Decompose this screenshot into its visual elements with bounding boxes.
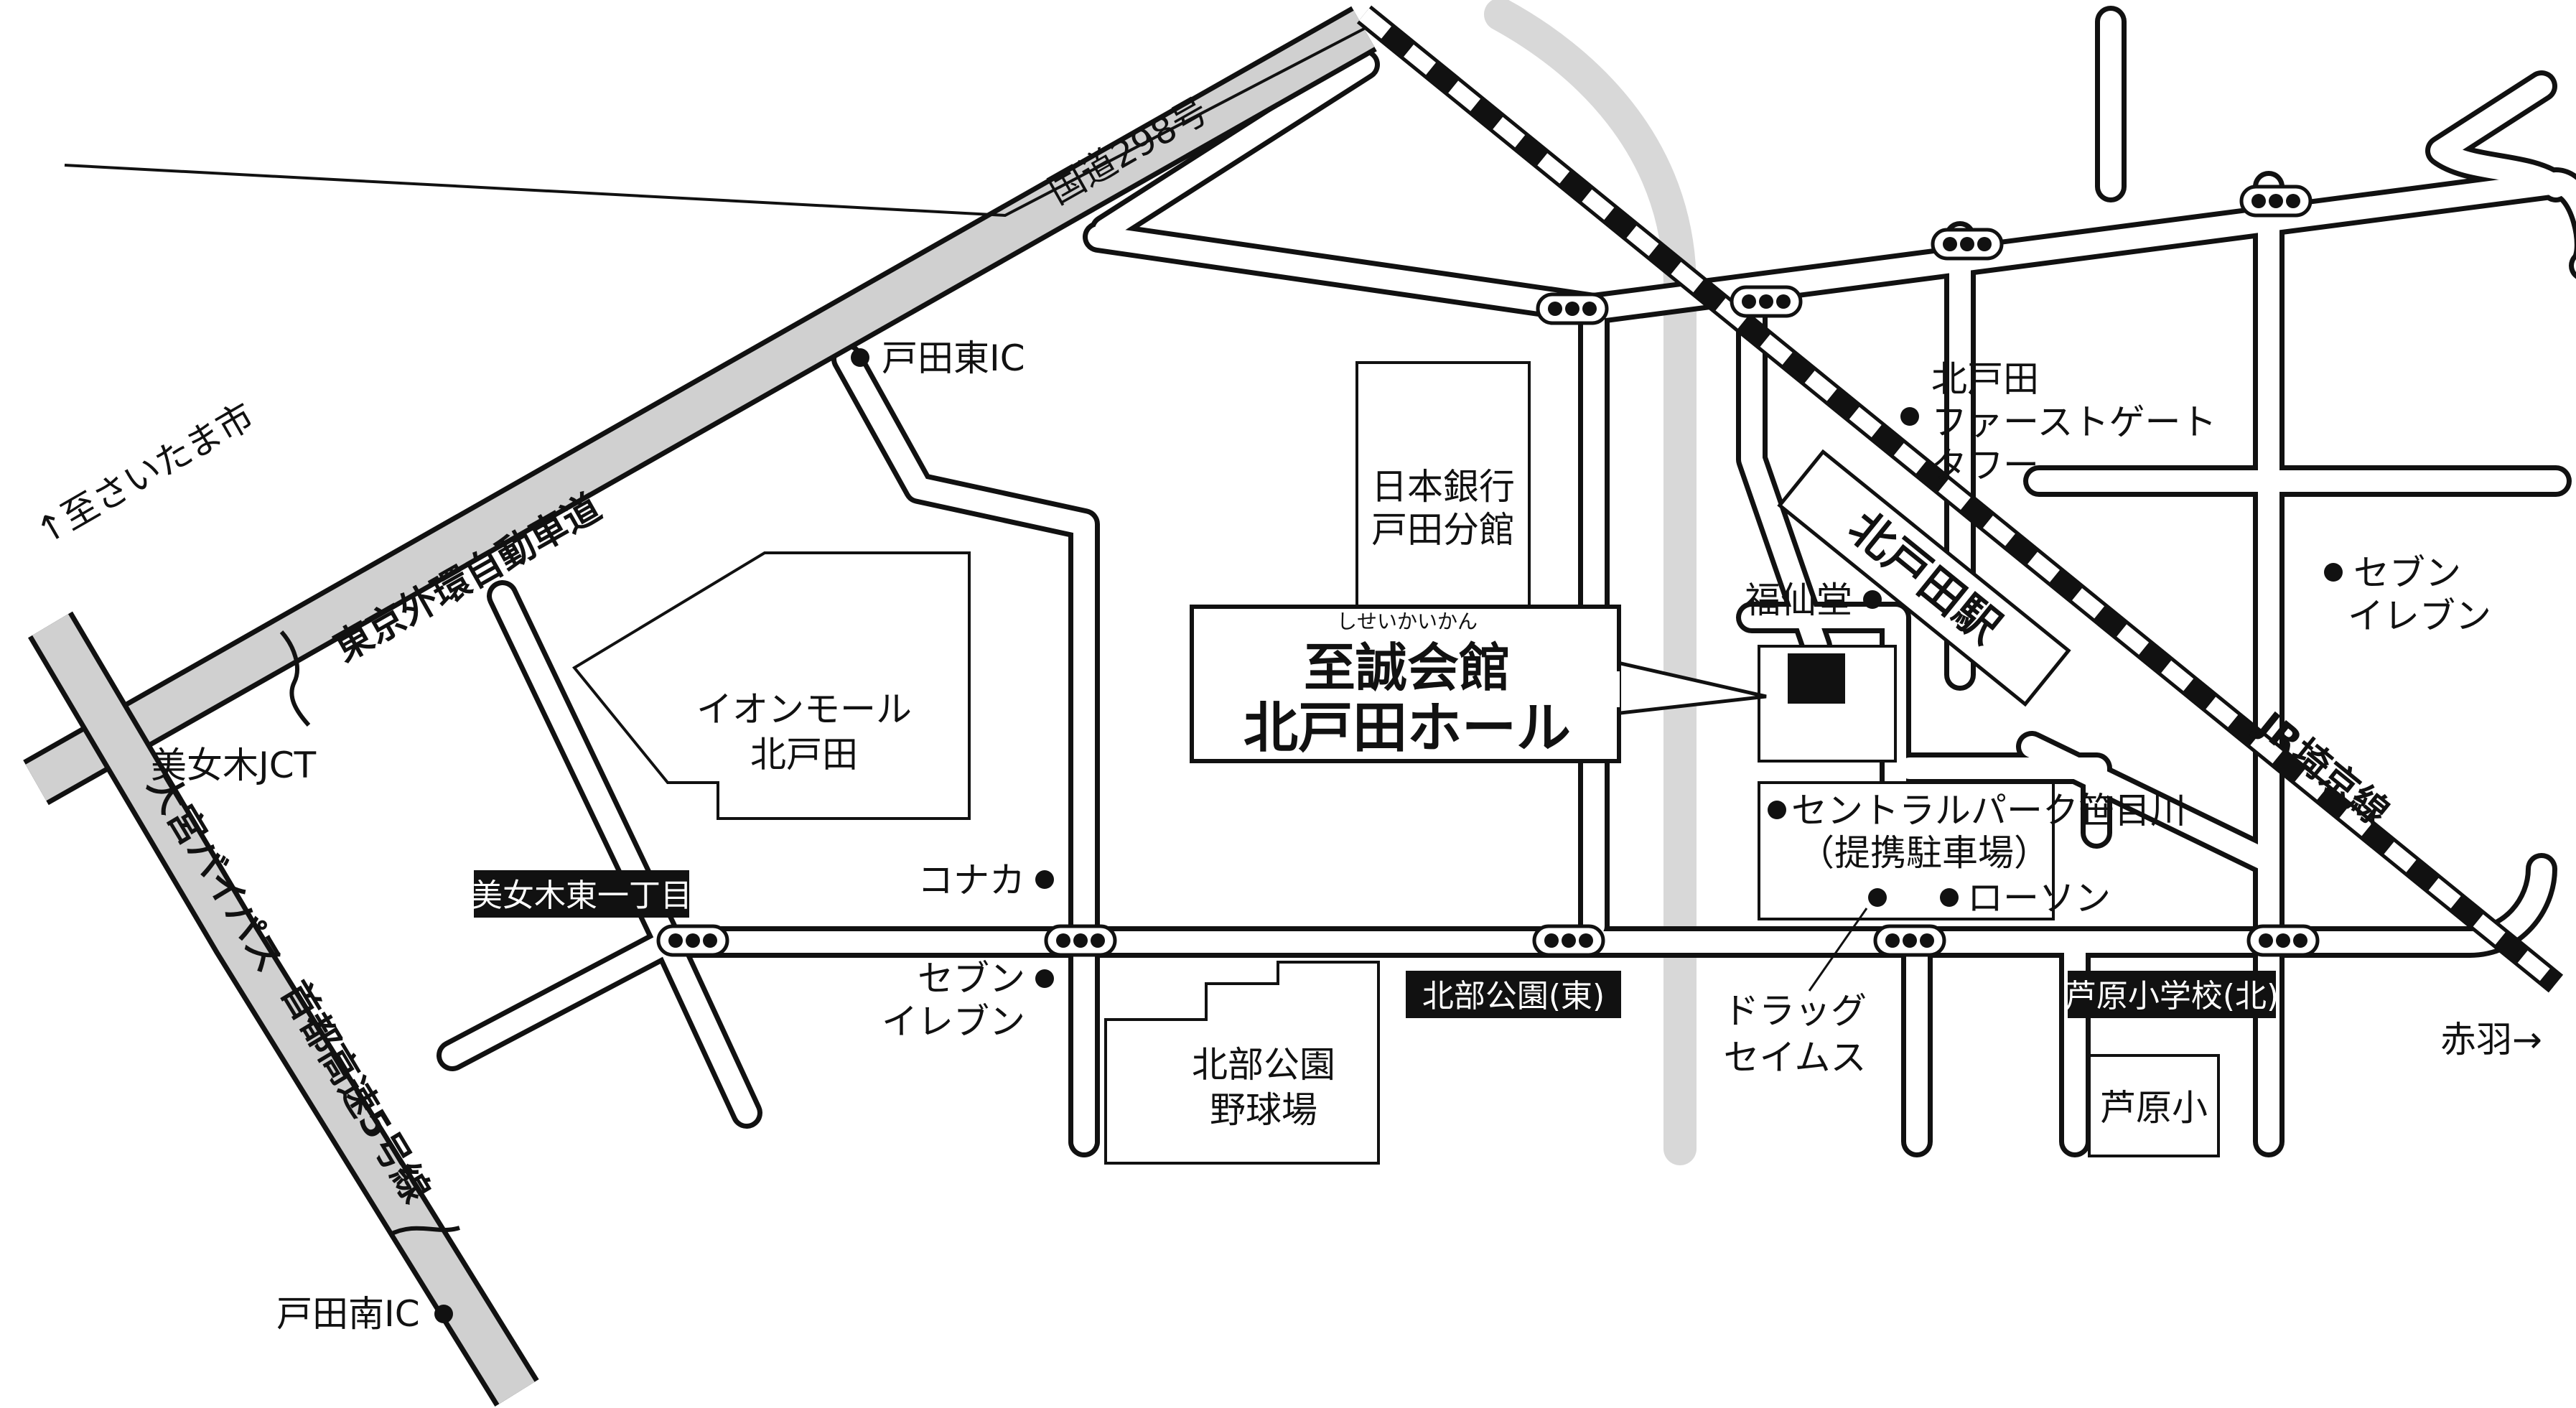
label-fukusendo: 福仙堂 [1745, 579, 1852, 621]
poi-dot-icon [1035, 969, 1054, 988]
poi-dot-icon [2324, 563, 2343, 582]
label-seven-east-2: イレブン [2348, 595, 2491, 637]
label-konaka: コナカ [918, 859, 1025, 901]
buildings [571, 361, 2220, 1165]
traffic-signals [656, 185, 2320, 957]
poi-dots [434, 348, 2343, 1323]
central-park-lot [1758, 781, 2055, 920]
label-toda-minami-ic: 戸田南IC [276, 1293, 420, 1335]
nichigin-building [1355, 361, 1531, 608]
label-ashihara-school: 芦原小 [2100, 1087, 2208, 1129]
label-first-gate-2: ファーストゲート [1931, 401, 2217, 443]
poi-dot-icon [434, 1305, 453, 1323]
road-break-icon [388, 1226, 460, 1237]
label-drug-1: ドラッグ [1723, 990, 1867, 1032]
intersection-ashihara: 芦原小学校(北) [2065, 978, 2279, 1015]
venue-marker-icon [1788, 653, 1845, 704]
intersection-bijogi-higashi: 美女木東一丁目 [471, 877, 692, 914]
river [1484, 0, 1697, 1165]
poi-dot-icon [1900, 407, 1919, 426]
label-lawson: ローソン [1967, 877, 2111, 919]
label-first-gate-3: タワー [1931, 444, 2039, 486]
poi-dot-icon [1863, 590, 1882, 609]
traffic-signal-icon [1536, 292, 1609, 325]
label-to-saitama: ↑至さいたま市 [29, 395, 261, 553]
poi-dot-icon [1768, 801, 1786, 819]
label-ballpark-2: 野球場 [1210, 1089, 1317, 1131]
label-seven-west-1: セブン [918, 958, 1025, 999]
traffic-signal-icon [1730, 285, 1803, 318]
intersection-labels: 美女木東一丁目 北部公園(東) 芦原小学校(北) [471, 870, 2279, 1018]
label-nichigin-2: 戸田分館 [1371, 509, 1515, 551]
ashihara-school-building [2088, 1054, 2220, 1157]
label-nichigin-1: 日本銀行 [1371, 466, 1515, 508]
ballpark-building [1104, 961, 1380, 1165]
traffic-signal-icon [1873, 924, 1946, 957]
poi-dot-icon [1868, 888, 1887, 907]
label-bijogi-jct: 美女木JCT [151, 745, 317, 786]
poi-dot-icon [1035, 870, 1054, 889]
poi-dot-icon [851, 348, 869, 367]
label-aeon-1: イオンモール [696, 689, 912, 730]
label-aeon-2: 北戸田 [750, 734, 858, 775]
label-toda-higashi-ic: 戸田東IC [882, 337, 1025, 379]
label-central-park-1: セントラルパーク笹目川 [1791, 790, 2186, 831]
traffic-signal-icon [2239, 185, 2313, 218]
intersection-hokubu-koen: 北部公園(東) [1422, 978, 1605, 1015]
label-central-park-2: （提携駐車場） [1798, 832, 2050, 874]
highways [23, 6, 1377, 1407]
label-seven-west-2: イレブン [882, 1001, 1025, 1043]
label-ballpark-1: 北部公園 [1192, 1044, 1335, 1086]
drug-pointer-line [1808, 908, 1868, 992]
venue-name-line2: 北戸田ホール [1243, 696, 1571, 760]
label-seven-east-1: セブン [2353, 552, 2461, 594]
label-to-akabane: 赤羽→ [2440, 1019, 2542, 1060]
traffic-signal-icon [1931, 228, 2004, 261]
venue-callout: しせいかいかん 至誠会館 北戸田ホール [1190, 605, 1767, 763]
railway [1356, 5, 2564, 993]
label-first-gate-1: 北戸田 [1931, 358, 2039, 400]
label-drug-2: セイムス [1724, 1037, 1867, 1078]
traffic-signal-icon [656, 924, 729, 957]
traffic-signal-icon [1044, 924, 1117, 957]
traffic-signal-icon [2246, 924, 2320, 957]
venue-ruby: しせいかいかん [1337, 610, 1478, 633]
poi-dot-icon [1940, 888, 1959, 907]
aeon-mall-building [571, 551, 971, 820]
venue-name-line1: 至誠会館 [1304, 638, 1511, 698]
traffic-signal-icon [1532, 924, 1605, 957]
road-break-icon [279, 630, 311, 727]
